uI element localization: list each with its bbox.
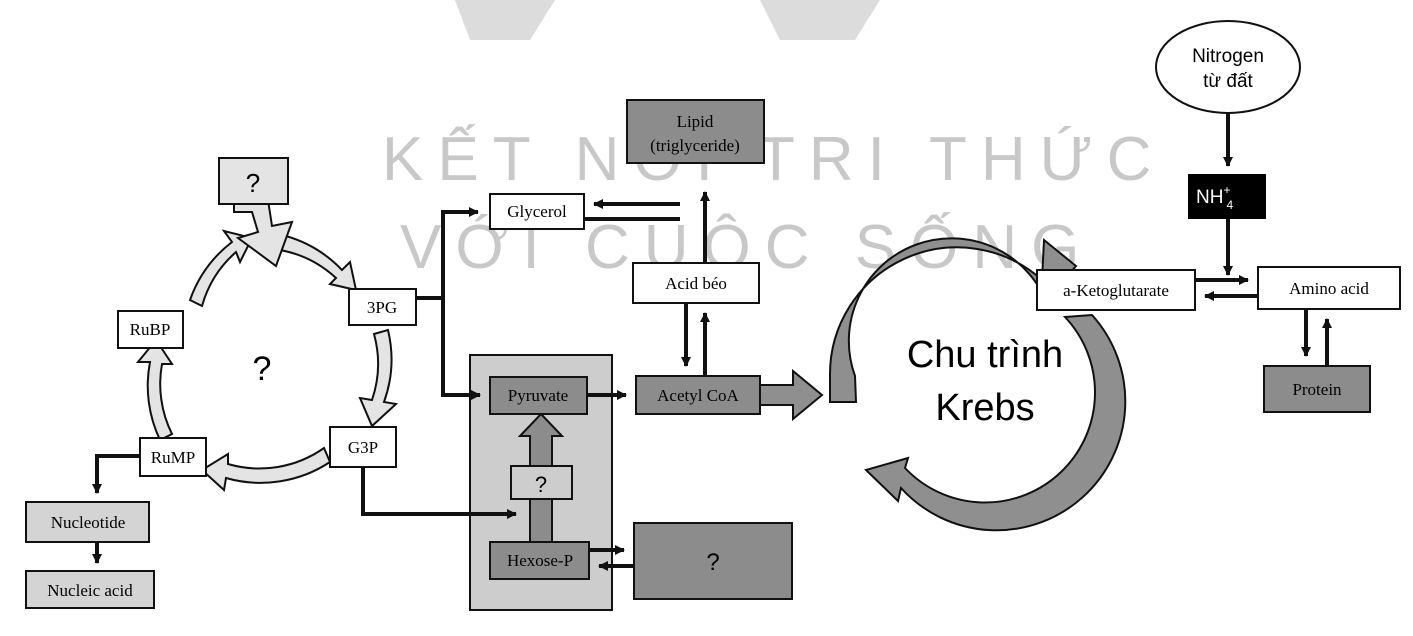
nitrogen-ellipse: [1155, 20, 1301, 114]
nh4-base: NH: [1196, 187, 1223, 208]
mid-q-label: ?: [535, 472, 547, 497]
nucleotide-branch: Nucleotide Nucleic acid: [25, 454, 155, 609]
ketoglutarate-label: a-Ketoglutarate: [1063, 281, 1169, 300]
acetyl-to-krebs-arrow: [759, 368, 824, 422]
mid-q-box: [510, 465, 573, 500]
protein-box: [1263, 365, 1371, 413]
krebs-label-line2: Krebs: [935, 387, 1034, 429]
cycle-arc-bottom: [200, 446, 332, 492]
pyruvate-label: Pyruvate: [508, 386, 568, 405]
acid-beo-box: [632, 262, 760, 304]
nitrogen-label-line1: Nitrogen: [1192, 46, 1264, 67]
nucleotide-box: [25, 501, 150, 543]
krebs-label-line1: Chu trình: [907, 334, 1063, 376]
glycerol-label: Glycerol: [507, 202, 567, 221]
rubp-label: RuBP: [130, 320, 171, 339]
calvin-input-box: [218, 157, 289, 205]
amino-acid-label: Amino acid: [1289, 279, 1369, 298]
nucleotide-label: Nucleotide: [51, 513, 126, 532]
ketoglutarate-box: [1036, 269, 1196, 311]
watermark: KẾT NỐI TRI THỨC VỚI CUỘC SỐNG: [382, 0, 1165, 282]
rump-label: RuMP: [151, 448, 195, 467]
krebs-arc-bottom: [864, 313, 1127, 532]
pyruvate-box: [489, 376, 588, 415]
nucleic-acid-box: [25, 570, 155, 609]
nh4-sup: +: [1223, 183, 1230, 197]
acetyl-coa-label: Acetyl CoA: [657, 386, 739, 405]
g3p-box: [329, 426, 397, 468]
acetyl-coa-box: [635, 375, 761, 415]
g3p-to-hexose-arrow: [361, 467, 517, 519]
lipid-label-line1: Lipid: [677, 112, 714, 131]
cycle-input-arrow: [233, 199, 294, 268]
calvin-center-q: ?: [253, 350, 272, 388]
cycle-arc-left: [135, 338, 174, 442]
rump-box: [139, 437, 207, 477]
pg3-box: [348, 288, 417, 326]
pg3-label: 3PG: [367, 298, 397, 317]
hexose-product-q: ?: [706, 549, 719, 576]
rubp-box: [117, 310, 184, 349]
watermark-line1: KẾT NỐI TRI THỨC: [382, 125, 1165, 194]
hexose-product-box: [633, 522, 793, 600]
hexose-p-box: [489, 541, 590, 580]
pg3-to-glycerol-arrow: [416, 207, 479, 300]
acid-beo-label: Acid béo: [665, 274, 727, 293]
nucleic-acid-label: Nucleic acid: [47, 581, 133, 600]
krebs-cycle: Chu trình Krebs: [828, 237, 1127, 532]
protein-label: Protein: [1292, 380, 1342, 399]
watermark-logo-shape: [455, 0, 880, 40]
calvin-cycle: ? ? RuBP 3PG G3P RuMP: [117, 157, 417, 492]
cycle-arc-top: [188, 229, 254, 308]
nh4-sub: 4: [1226, 198, 1233, 212]
cycle-arc-topright: [278, 234, 358, 292]
pg3-to-pyruvate-arrow: [441, 298, 481, 400]
g3p-label: G3P: [348, 438, 378, 457]
lipid-label-line2: (triglyceride): [650, 136, 740, 155]
cycle-arc-right: [358, 328, 399, 428]
calvin-input-q: ?: [246, 168, 260, 198]
lipid-box: [626, 99, 765, 164]
rump-to-nucleotide-arrow: [92, 454, 140, 494]
nitrogen-label-line2: từ đất: [1203, 71, 1253, 92]
hexose-p-label: Hexose-P: [507, 551, 573, 570]
glycolysis-panel: Pyruvate ? Hexose-P: [469, 354, 613, 611]
nh4-label: NH+4: [1196, 183, 1233, 212]
nh4-box: [1188, 174, 1266, 219]
glycerol-box: [489, 193, 585, 230]
amino-acid-box: [1257, 266, 1401, 310]
